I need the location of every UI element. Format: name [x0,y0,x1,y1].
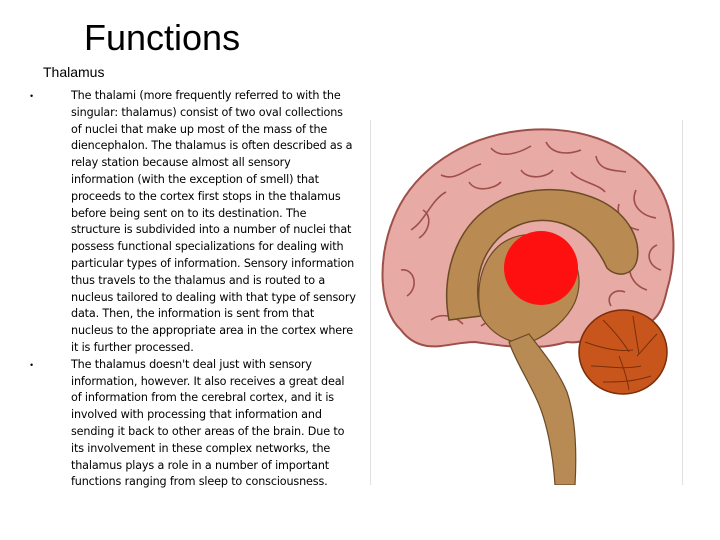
slide-title: Functions [84,17,241,58]
section-subtitle: Thalamus [43,64,105,80]
bullet-marker: • [30,91,34,101]
bullet-text: The thalami (more frequently referred to… [71,89,356,354]
cortex-folds [400,141,662,331]
bullet-marker: • [30,359,34,370]
bullet-text: The thalamus doesn't deal just with sens… [71,357,345,489]
thalamus [504,231,578,305]
brain-diagram [370,120,683,485]
brain-illustration [381,128,675,485]
bullet-list: • The thalami (more frequently referred … [26,88,356,491]
cerebellum-folia [584,315,658,391]
brainstem [508,333,577,485]
cerebellum [578,309,668,395]
corpus-callosum [445,189,639,321]
list-item: • The thalamus doesn't deal just with se… [26,357,356,491]
list-item: • The thalami (more frequently referred … [26,88,356,357]
